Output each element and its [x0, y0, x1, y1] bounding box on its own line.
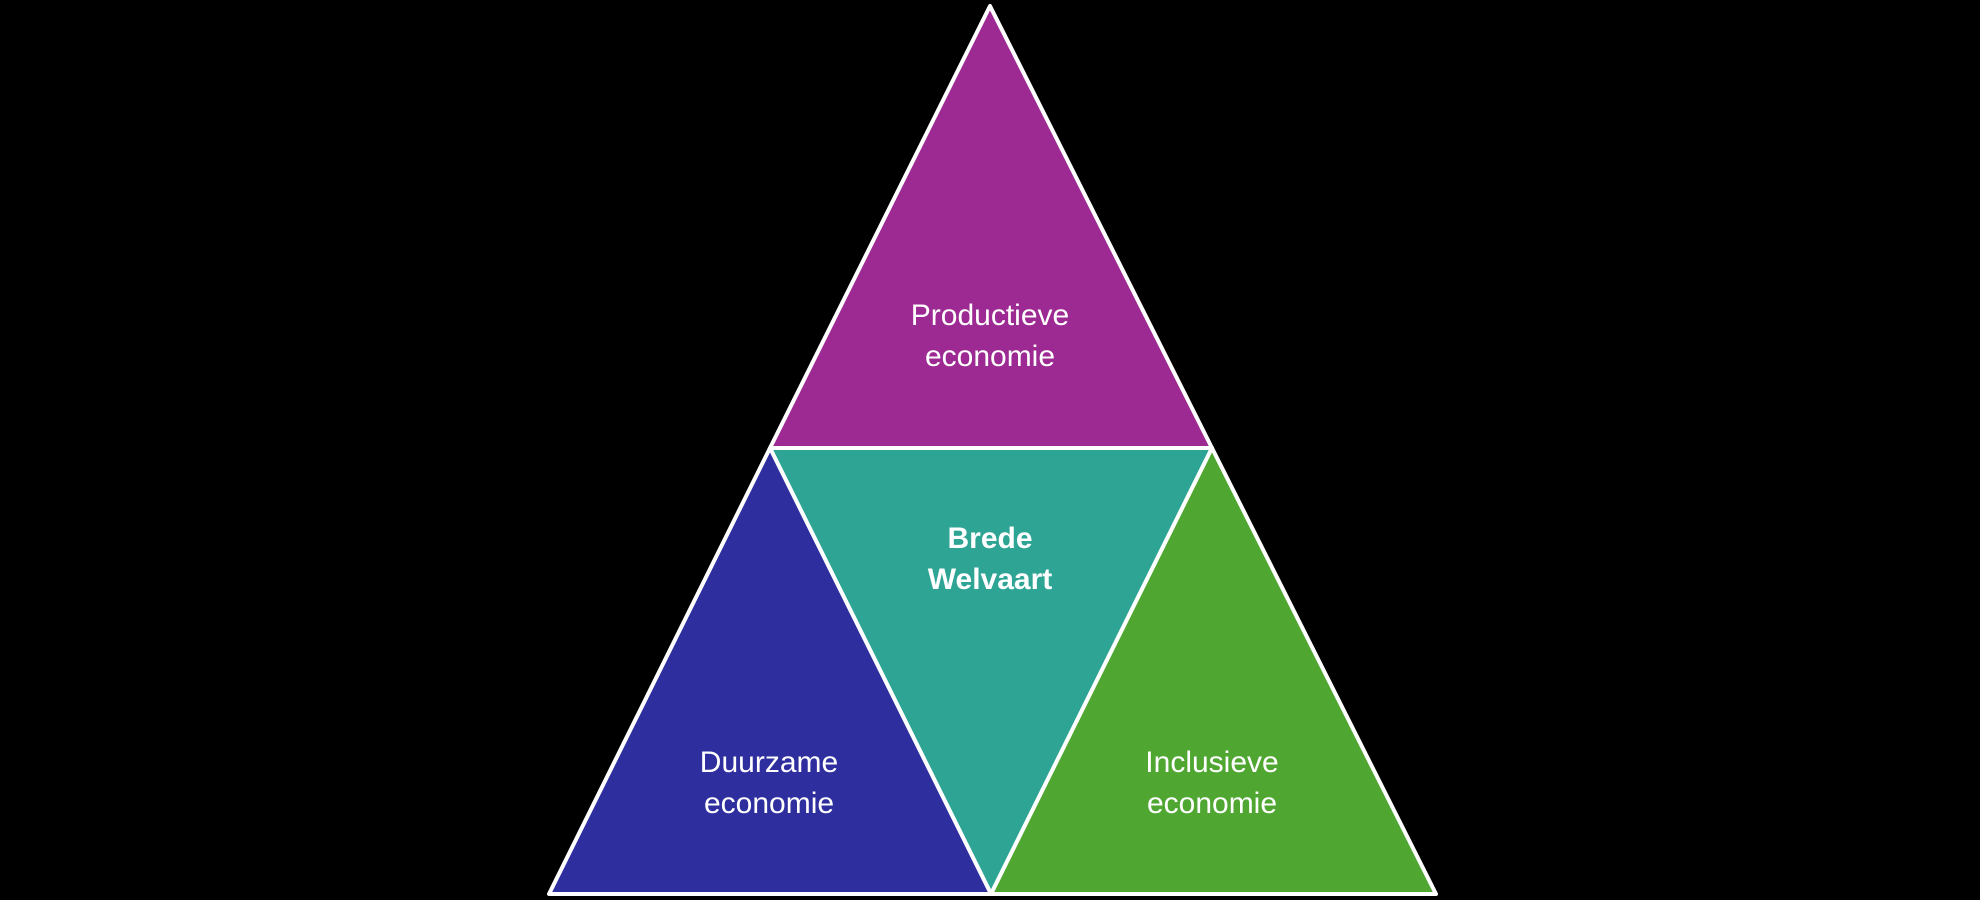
label-productive-economy: Productieve economie	[911, 295, 1069, 377]
label-line: economie	[924, 340, 1056, 373]
label-line: economie	[703, 787, 835, 820]
label-inclusive-economy: Inclusieve economie	[1145, 742, 1278, 824]
label-broad-welfare: Brede Welvaart	[928, 518, 1053, 600]
label-line: Productieve	[910, 299, 1070, 332]
triangle-productive-economy	[768, 4, 1214, 450]
label-line: Inclusieve	[1145, 746, 1279, 779]
triangle-inclusive-economy	[989, 446, 1438, 896]
label-line: Welvaart	[927, 563, 1053, 596]
label-line: Brede	[947, 522, 1033, 555]
label-line: Duurzame	[699, 746, 839, 779]
triangle-sustainable-economy	[547, 446, 993, 896]
label-line: economie	[1146, 787, 1278, 820]
label-sustainable-economy: Duurzame economie	[700, 742, 838, 824]
